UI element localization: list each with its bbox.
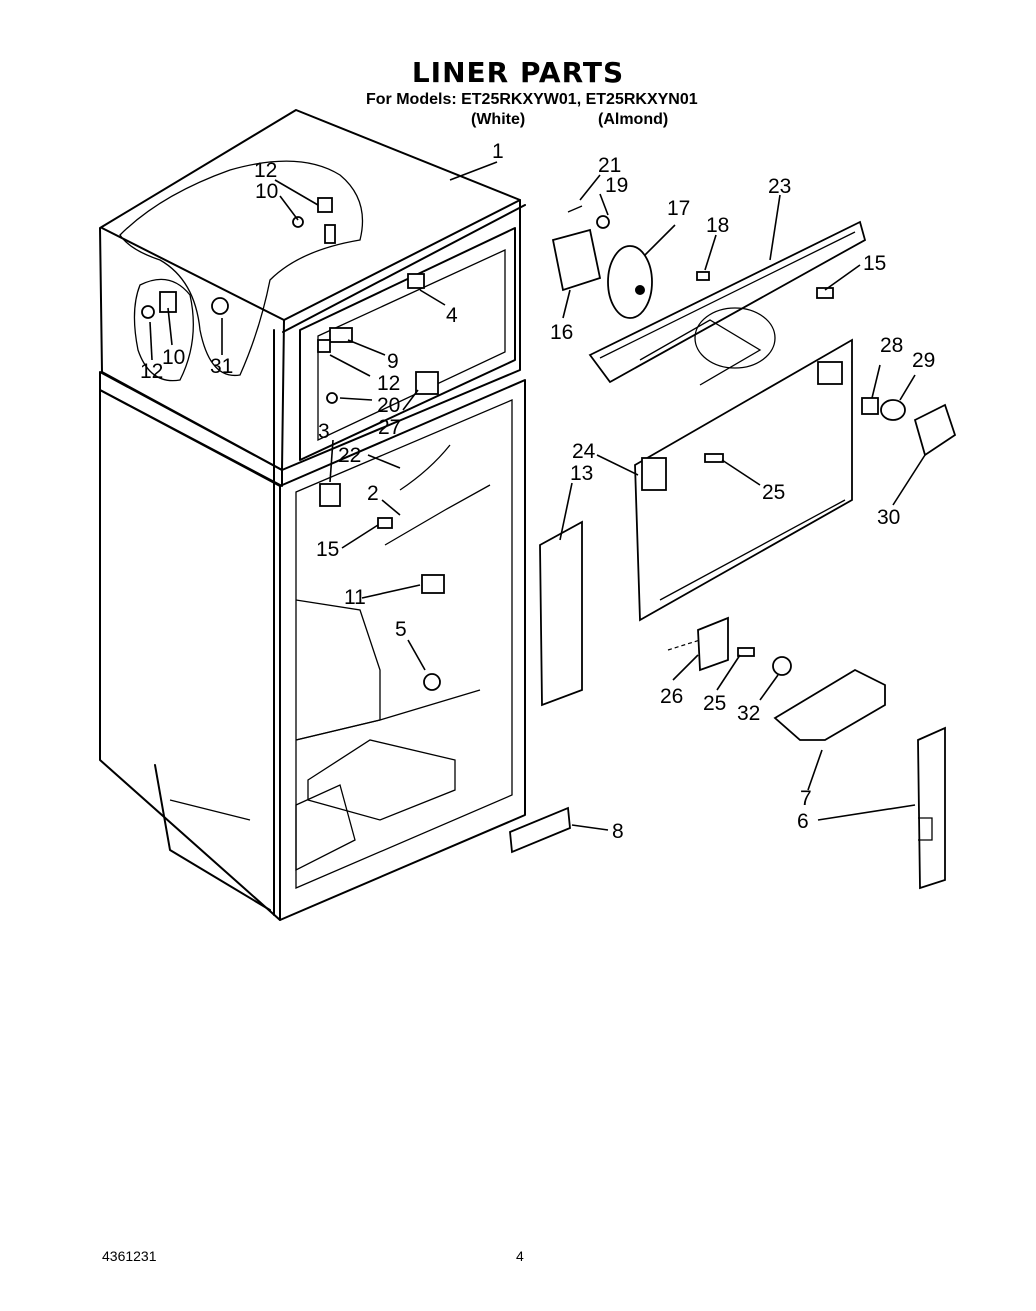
models-line: For Models: ET25RKXYW01, ET25RKXYN01 [366,91,698,108]
callout-12b: 12 [140,360,163,383]
callout-28: 28 [880,334,903,357]
callout-17: 17 [667,197,690,220]
callout-8: 8 [612,820,624,843]
callout-labels: 1 2 3 4 5 6 7 8 9 10 10 11 12 12 12 13 1… [140,140,935,843]
callout-21: 21 [598,154,621,177]
callout-31: 31 [210,355,233,378]
variant-white: (White) [471,111,526,128]
callout-19: 19 [605,174,628,197]
callout-12a: 12 [254,159,277,182]
callout-27: 27 [378,416,401,439]
callout-22: 22 [338,444,361,467]
callout-5: 5 [395,618,407,641]
liner-small-parts [141,197,491,691]
page-number: 4 [516,1248,524,1264]
callout-18: 18 [706,214,729,237]
callout-9: 9 [387,350,399,373]
callout-25b: 25 [703,692,726,715]
callout-20: 20 [377,394,400,417]
callout-4: 4 [446,304,458,327]
callout-11: 11 [344,586,366,609]
document-number: 4361231 [102,1248,157,1264]
callout-2: 2 [367,482,379,505]
callout-6: 6 [797,810,809,833]
callout-10b: 10 [162,346,185,369]
liner-cabinet [99,109,526,921]
callout-15b: 15 [316,538,339,561]
leader-lines [149,161,926,831]
callout-24: 24 [572,440,596,463]
callout-23: 23 [768,175,791,198]
page-title: LINER PARTS [411,56,625,89]
callout-3: 3 [318,420,330,443]
callout-12c: 12 [377,372,400,395]
callout-29: 29 [912,349,935,372]
callout-26: 26 [660,685,683,708]
callout-16: 16 [550,321,573,344]
callout-30: 30 [877,506,900,529]
callout-10a: 10 [255,180,278,203]
callout-7: 7 [800,787,812,810]
callout-1: 1 [492,140,504,163]
callout-13: 13 [570,462,593,485]
callout-32: 32 [737,702,760,725]
callout-15a: 15 [863,252,886,275]
duct-fan-parts [509,205,957,890]
callout-25a: 25 [762,481,785,504]
variant-almond: (Almond) [598,111,669,128]
